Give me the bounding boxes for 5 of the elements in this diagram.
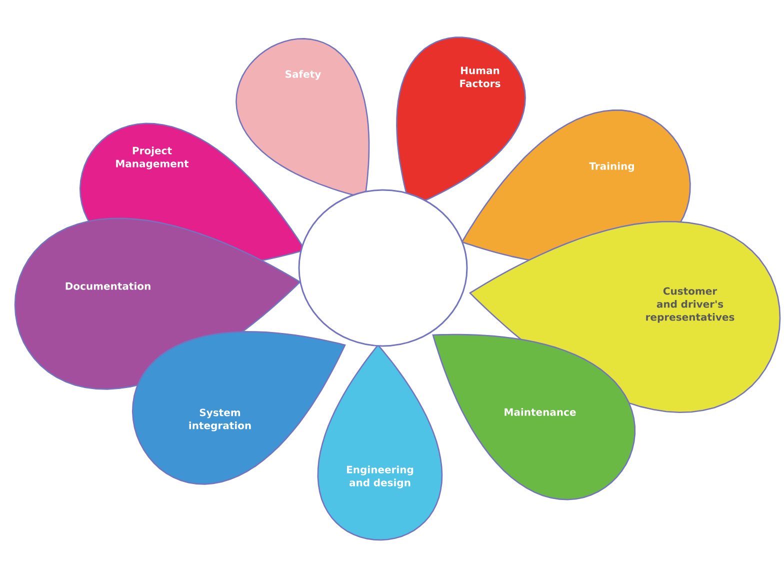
circle <box>298 189 468 347</box>
petal: Safety <box>236 38 370 199</box>
petal: Human Factors <box>396 36 526 208</box>
petal: Maintenance <box>432 334 636 500</box>
petal: System integration <box>132 331 346 485</box>
